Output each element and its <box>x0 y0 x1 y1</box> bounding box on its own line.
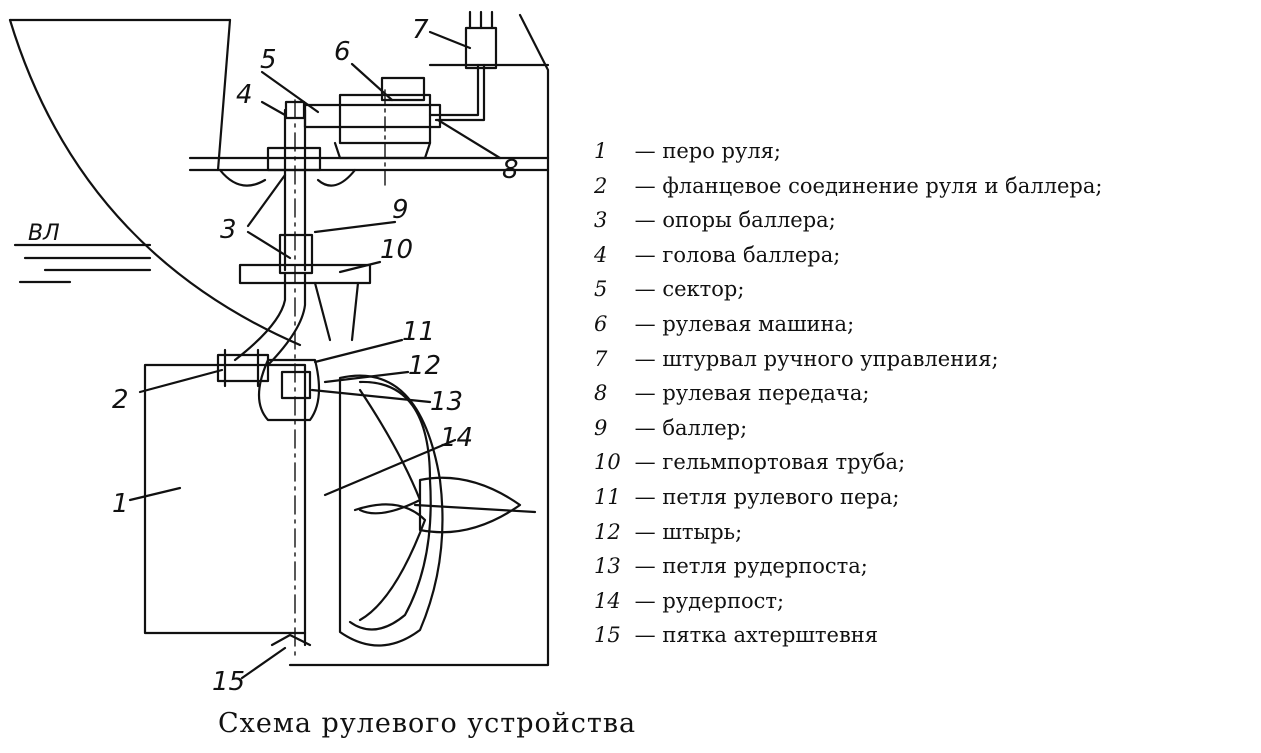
callout-10: 10 <box>380 235 413 265</box>
legend-number: 6 <box>594 311 608 336</box>
legend-text: — перо руля; <box>628 139 781 163</box>
legend-number: 13 <box>594 554 621 579</box>
steering-gear-scheme: ВЛ 1 2 3 4 5 6 7 8 9 10 11 12 13 14 15 <box>8 10 550 697</box>
legend-number: 3 <box>594 208 608 233</box>
legend-text: — штырь; <box>628 519 743 544</box>
legend-item: 2 — фланцевое соединение руля и баллера; <box>594 169 1260 204</box>
legend-text: — баллер; <box>628 415 748 440</box>
legend-text: — сектор; <box>628 277 745 302</box>
callout-9: 9 <box>392 195 409 225</box>
callout-numbers: 1 2 3 4 5 6 7 8 9 10 11 12 13 14 15 <box>112 15 519 697</box>
legend-item: 6 — рулевая машина; <box>594 307 1260 342</box>
legend-number: 1 <box>594 139 608 163</box>
legend-item: 13 — петля рудерпоста; <box>594 549 1260 584</box>
legend-item: 3 — опоры баллера; <box>594 203 1260 238</box>
legend-number: 8 <box>594 381 608 406</box>
figure-caption: Схема рулевого устройства <box>218 708 637 739</box>
waterline-label: ВЛ <box>28 221 60 246</box>
legend-text: — рулевая передача; <box>628 381 870 406</box>
callout-8: 8 <box>502 155 519 185</box>
callout-5: 5 <box>260 45 277 75</box>
legend-item: 4 — голова баллера; <box>594 238 1260 273</box>
callout-3: 3 <box>220 215 237 245</box>
legend-item: 8 — рулевая передача; <box>594 376 1260 411</box>
legend-text: — рулевая машина; <box>628 311 855 336</box>
legend-number: 12 <box>594 519 621 544</box>
legend-item: 9 — баллер; <box>594 411 1260 446</box>
legend-text: — петля рудерпоста; <box>628 554 868 579</box>
legend-number: 5 <box>594 277 608 302</box>
legend-text: — гельмпортовая труба; <box>628 450 906 475</box>
callout-7: 7 <box>412 15 429 45</box>
legend-list: 1 — перо руля; 2 — фланцевое соединение … <box>594 134 1260 653</box>
callout-1: 1 <box>112 489 129 519</box>
callout-6: 6 <box>334 37 351 67</box>
legend-item: 10 — гельмпортовая труба; <box>594 445 1260 480</box>
callout-4: 4 <box>236 80 253 110</box>
legend-text: — штурвал ручного управления; <box>628 346 999 371</box>
callout-15: 15 <box>212 667 245 697</box>
callout-13: 13 <box>430 387 463 417</box>
legend-item: 7 — штурвал ручного управления; <box>594 342 1260 377</box>
legend-text: — опоры баллера; <box>628 208 836 233</box>
legend-text: — петля рулевого пера; <box>628 484 900 509</box>
legend-item: 5 — сектор; <box>594 272 1260 307</box>
callout-14: 14 <box>440 423 473 453</box>
legend-number: 2 <box>594 173 608 198</box>
legend-text: — пятка ахтерштевня <box>628 623 879 648</box>
legend-text: — рудерпост; <box>628 588 785 613</box>
drawing-lines <box>8 10 550 680</box>
legend-number: 11 <box>594 484 621 509</box>
callout-12: 12 <box>408 351 441 381</box>
legend-number: 14 <box>594 588 621 613</box>
legend-number: 10 <box>594 450 621 475</box>
legend-item: 1 — перо руля; <box>594 134 1260 169</box>
legend-number: 9 <box>594 415 608 440</box>
legend-item: 11 — петля рулевого пера; <box>594 480 1260 515</box>
legend-number: 4 <box>594 242 608 267</box>
legend-text: — фланцевое соединение руля и баллера; <box>628 173 1103 198</box>
legend-number: 7 <box>594 346 608 371</box>
legend-text: — голова баллера; <box>628 242 841 267</box>
callout-2: 2 <box>112 385 129 415</box>
legend-item: 12 — штырь; <box>594 515 1260 550</box>
legend-number: 15 <box>594 623 621 648</box>
legend-item: 15 — пятка ахтерштевня <box>594 618 1260 653</box>
legend-item: 14 — рудерпост; <box>594 584 1260 619</box>
callout-11: 11 <box>402 317 435 347</box>
